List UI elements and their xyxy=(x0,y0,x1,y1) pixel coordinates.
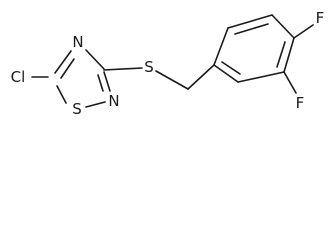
bond-ar2 xyxy=(227,14,273,29)
bond-ar3 xyxy=(271,14,295,39)
bond-s1-c5 xyxy=(56,85,67,104)
linker-sulfur-atom-label: S xyxy=(144,58,154,76)
thiadiazole-ring xyxy=(31,49,111,108)
bond-ar-inner-3 xyxy=(221,61,241,75)
bond-c5-n4-double xyxy=(60,58,75,79)
thioether-linker xyxy=(103,64,215,90)
bond-c3-n2-double xyxy=(97,74,104,92)
bond-n2-s1 xyxy=(85,101,106,108)
bond-ar-f-bottom xyxy=(283,71,297,94)
difluorophenyl-ring xyxy=(213,14,314,94)
bond-c3-n2 xyxy=(103,71,111,92)
bond-ar-inner-2 xyxy=(276,41,286,68)
bond-s-ch2 xyxy=(155,70,189,90)
ring-sulfur-atom-label: S xyxy=(72,100,82,118)
bond-c5-n4 xyxy=(54,50,72,74)
bond-ar-f-top xyxy=(293,24,314,39)
bond-ar5 xyxy=(237,71,285,83)
ring-nitrogen-bottom-atom-label: N xyxy=(108,92,119,110)
bond-ar-inner-1 xyxy=(234,23,269,35)
fluorine-bottom-atom-label: F xyxy=(296,94,305,112)
bond-ar6 xyxy=(213,64,239,83)
fluorine-top-atom-label: F xyxy=(316,9,325,27)
chemical-structure: Cl S N N S F F xyxy=(11,9,325,118)
bond-ar1 xyxy=(213,27,229,66)
bond-ar4 xyxy=(283,37,295,73)
ring-nitrogen-top-atom-label: N xyxy=(72,33,83,51)
chlorine-atom-label: Cl xyxy=(11,68,26,86)
bond-c3-s xyxy=(103,67,143,71)
bond-ch2-aryl xyxy=(187,64,215,90)
bond-n4-c3 xyxy=(85,49,105,70)
